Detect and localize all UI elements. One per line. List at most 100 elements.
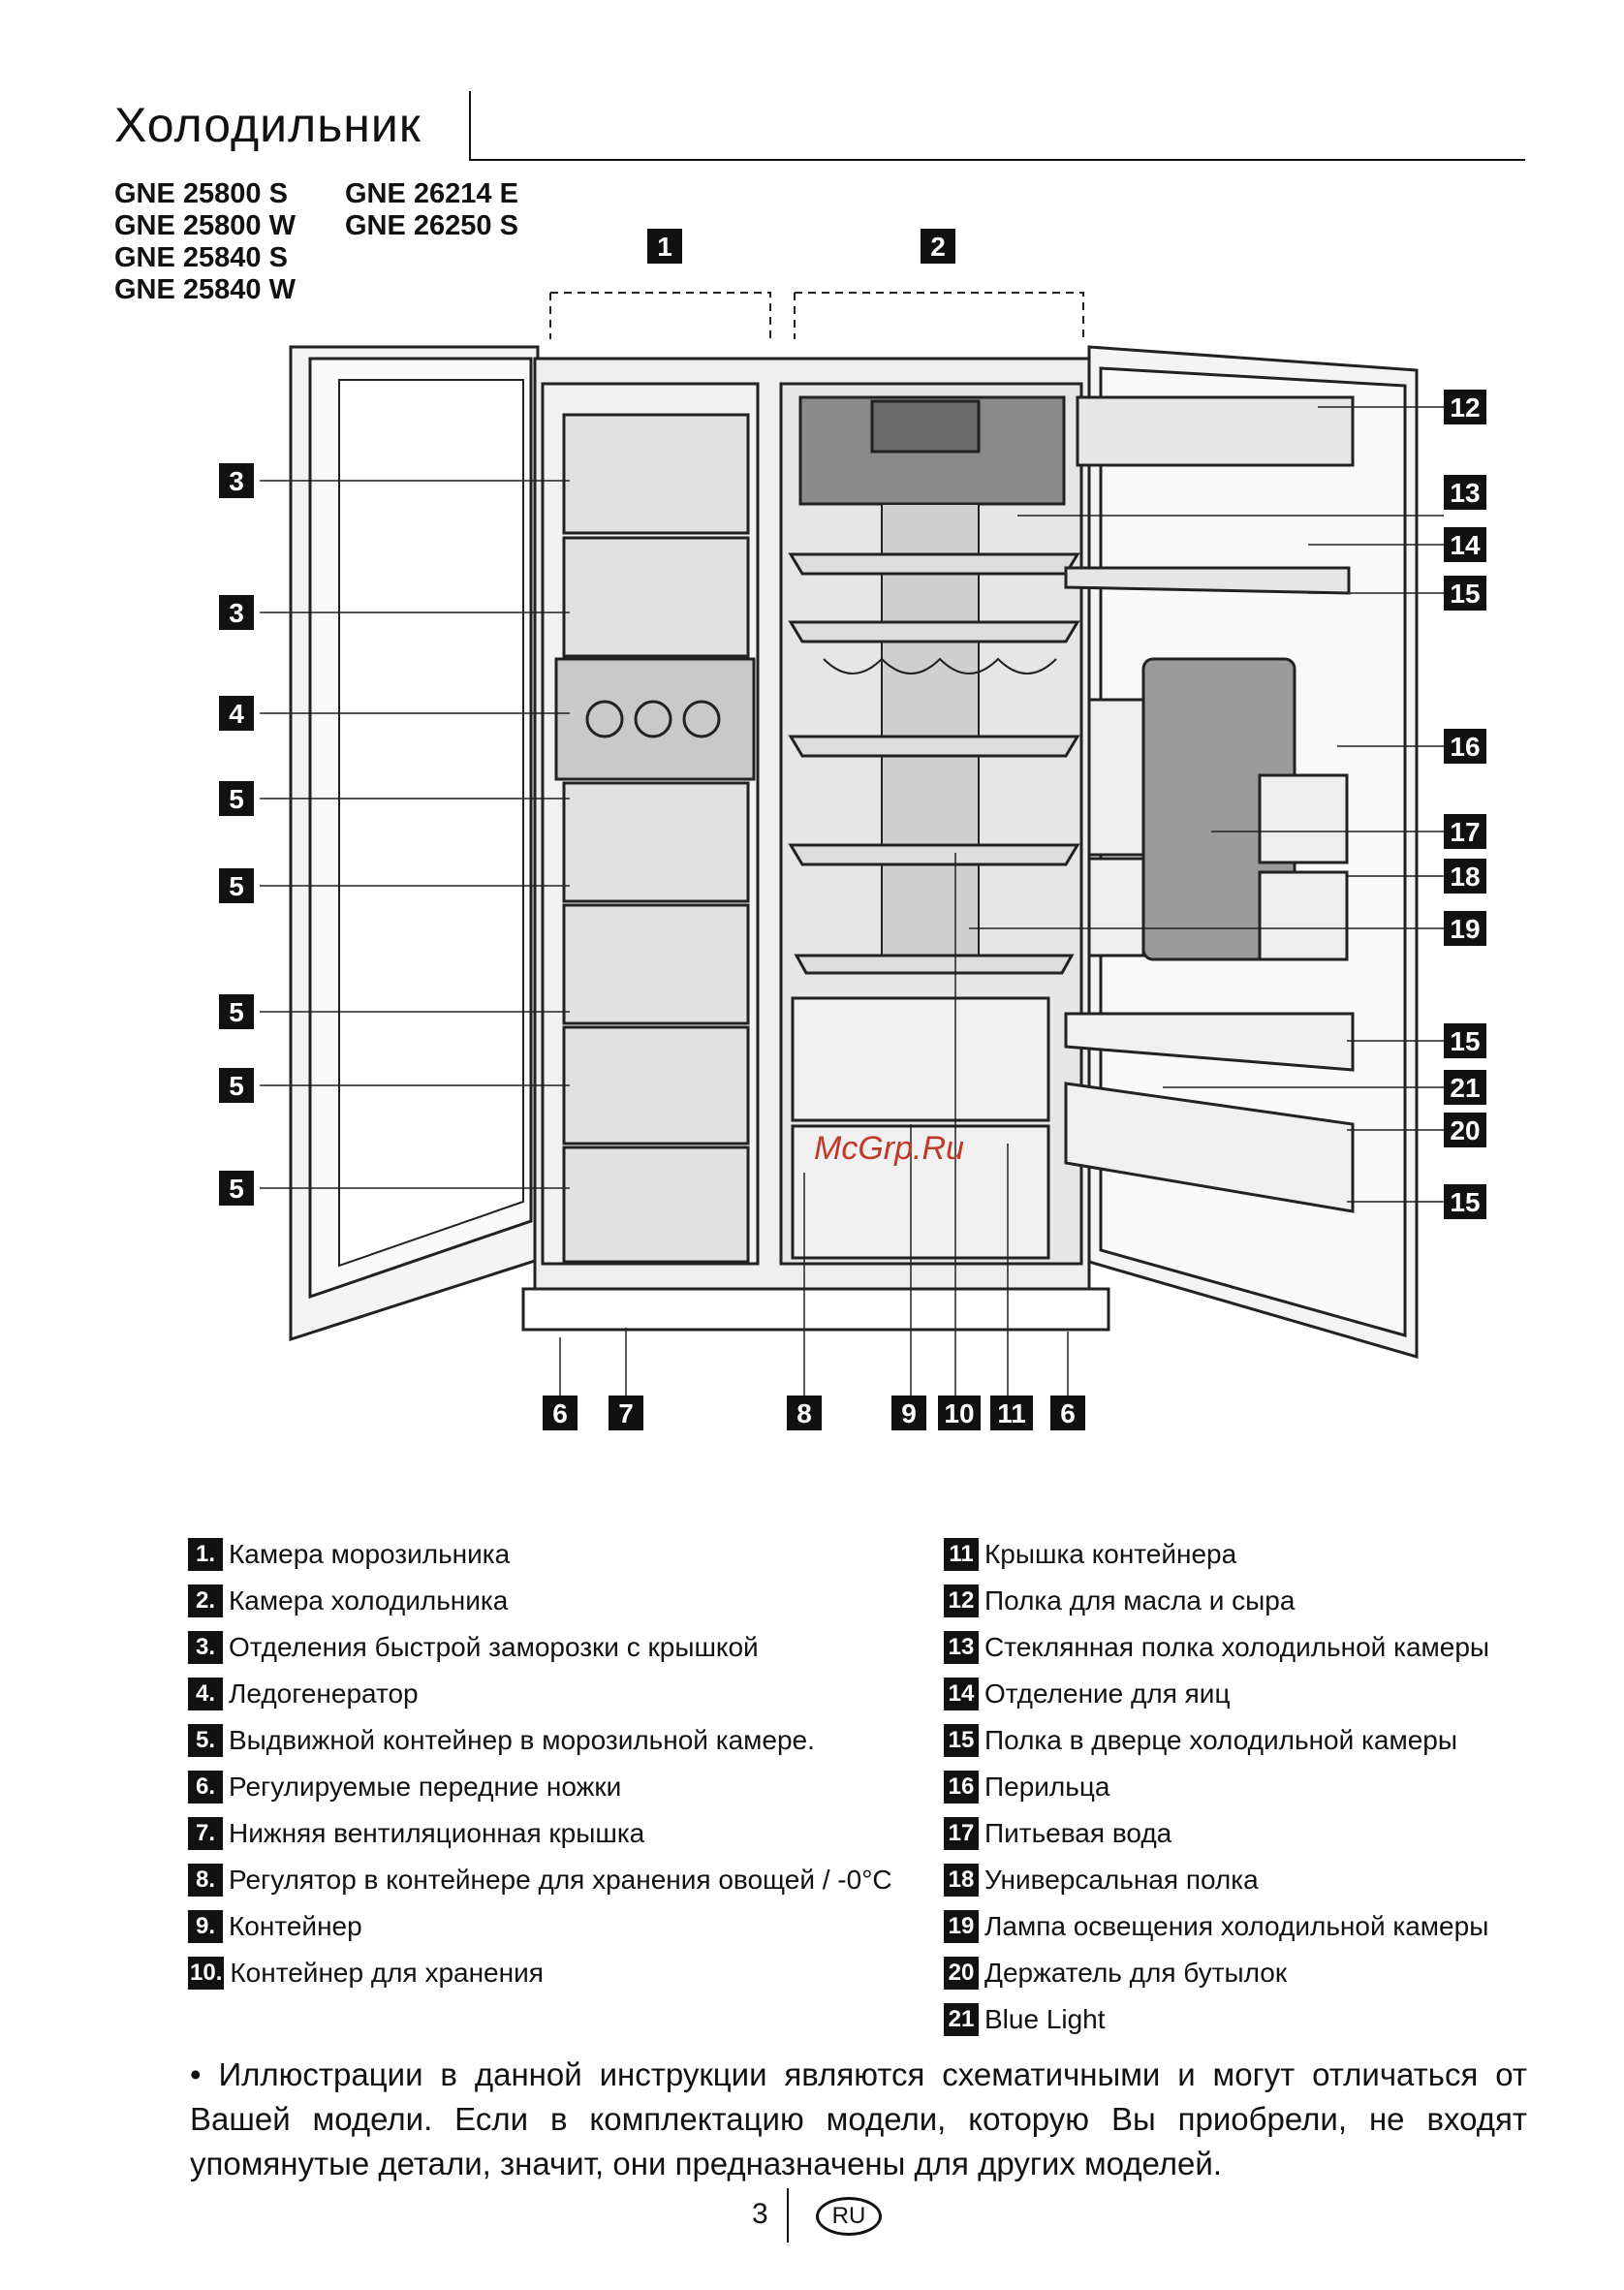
callout-number: 2 (930, 232, 946, 262)
callout-number: 14 (1450, 530, 1481, 560)
callout-number: 5 (229, 997, 244, 1027)
model-name: GNE 26250 S (345, 210, 518, 241)
callout-label: 15 (1444, 1184, 1486, 1219)
legend-number: 19 (944, 1910, 979, 1943)
callout-number: 15 (1450, 579, 1480, 609)
callout-box (219, 595, 254, 630)
callout-box (938, 1396, 981, 1430)
callout-label: 1 (647, 229, 682, 264)
callout-number: 5 (229, 871, 244, 901)
legend-text: Контейнер (229, 1911, 362, 1941)
callout-box (1444, 814, 1486, 849)
diagram-drawing (289, 292, 1419, 1359)
callout-box (219, 696, 254, 731)
callout-number: 7 (618, 1398, 634, 1428)
legend-text: Отделения быстрой заморозки с крышкой (229, 1632, 759, 1662)
callout-box (1444, 390, 1486, 424)
callout-label: 5 (219, 868, 254, 903)
model-name: GNE 26214 E (345, 178, 518, 209)
legend-text: Отделение для яиц (984, 1678, 1231, 1709)
legend-text: Полка для масла и сыра (984, 1585, 1296, 1616)
legend-text: Контейнер для хранения (230, 1958, 544, 1988)
legend-text: Полка в дверце холодильной камеры (984, 1725, 1457, 1755)
legend-number: 11 (944, 1538, 979, 1571)
legend-number: 16 (944, 1771, 979, 1804)
model-list-right: GNE 26214 E GNE 26250 S (345, 178, 518, 242)
legend-item: 10.Контейнер для хранения (188, 1950, 892, 1996)
callout-box (1444, 576, 1486, 611)
legend-number: 15 (944, 1724, 979, 1757)
callout-label: 5 (219, 994, 254, 1029)
legend-item: 8.Регулятор в контейнере для хранения ов… (188, 1857, 892, 1903)
callout-label: 15 (1444, 576, 1486, 611)
legend-number: 2. (188, 1584, 223, 1617)
callout-box (219, 781, 254, 816)
legend-number: 8. (188, 1864, 223, 1897)
legend-text: Blue Light (984, 2004, 1106, 2034)
language-badge: RU (816, 2197, 882, 2236)
legend-text: Ледогенератор (229, 1678, 419, 1709)
callout-number: 17 (1450, 817, 1480, 847)
callout-label: 13 (1444, 475, 1486, 510)
callout-number: 13 (1450, 478, 1480, 508)
callout-box (1444, 1113, 1486, 1147)
legend-number: 17 (944, 1817, 979, 1850)
legend-number: 7. (188, 1817, 223, 1850)
callout-label: 2 (921, 229, 955, 264)
legend-number: 13 (944, 1631, 979, 1664)
callout-number: 15 (1450, 1187, 1480, 1217)
callout-label: 21 (1444, 1070, 1486, 1105)
legend-text: Держатель для бутылок (984, 1958, 1288, 1988)
legend-text: Нижняя вентиляционная крышка (229, 1818, 645, 1848)
legend-number: 1. (188, 1538, 223, 1571)
model-name: GNE 25800 W (114, 210, 296, 241)
legend-text: Крышка контейнера (984, 1539, 1237, 1569)
callout-number: 15 (1450, 1026, 1480, 1056)
callout-box (219, 994, 254, 1029)
callout-box (1050, 1396, 1085, 1430)
callout-box (219, 463, 254, 498)
callout-box (219, 1068, 254, 1103)
legend-number: 5. (188, 1724, 223, 1757)
callout-label: 14 (1444, 527, 1486, 562)
callout-number: 5 (229, 1174, 244, 1204)
callout-label: 7 (609, 1396, 643, 1430)
callout-box (1444, 475, 1486, 510)
legend-text: Камера морозильника (229, 1539, 511, 1569)
legend-number: 4. (188, 1678, 223, 1710)
legend-item: 1.Камера морозильника (188, 1531, 892, 1578)
callout-box (647, 229, 682, 264)
callout-box (990, 1396, 1033, 1430)
callout-number: 1 (657, 232, 672, 262)
callout-box (1444, 1184, 1486, 1219)
callout-label: 19 (1444, 911, 1486, 946)
callout-box (1444, 1023, 1486, 1058)
callout-box (1444, 729, 1486, 764)
legend-item: 6.Регулируемые передние ножки (188, 1764, 892, 1810)
legend-number: 20 (944, 1957, 979, 1990)
callout-number: 19 (1450, 914, 1480, 944)
callout-box (543, 1396, 578, 1430)
callout-label: 3 (219, 595, 254, 630)
legend-number: 6. (188, 1771, 223, 1804)
callout-number: 11 (997, 1398, 1026, 1428)
legend-item: 7.Нижняя вентиляционная крышка (188, 1810, 892, 1857)
callout-label: 16 (1444, 729, 1486, 764)
disclaimer-note: • Иллюстрации в данной инструкции являют… (190, 2056, 1527, 2181)
legend-number: 14 (944, 1678, 979, 1710)
model-name: GNE 25840 W (114, 274, 296, 305)
callout-number: 20 (1450, 1115, 1480, 1145)
page-number: 3 (752, 2198, 768, 2230)
